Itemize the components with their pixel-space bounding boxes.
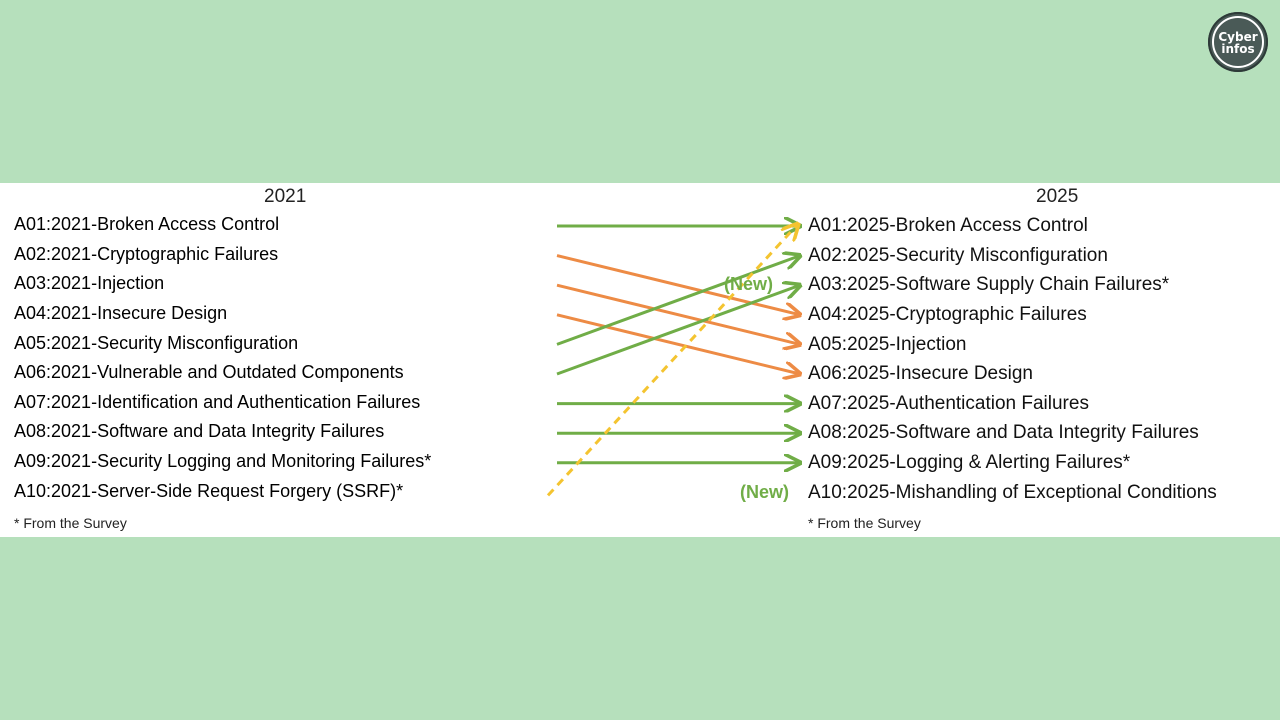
left-item-a05: A05:2021-Security Misconfiguration <box>14 333 299 353</box>
left-item-a02: A02:2021-Cryptographic Failures <box>14 244 279 264</box>
left-item-a09: A09:2021-Security Logging and Monitoring… <box>14 451 432 471</box>
new-tag-a10: (New) <box>740 482 789 502</box>
new-tag-a03: (New) <box>724 274 773 294</box>
logo-text: Cyber infos <box>1212 16 1264 68</box>
arrow-a05-to-a02 <box>556 256 800 346</box>
left-year-heading: 2021 <box>264 186 307 207</box>
logo-line1: Cyber <box>1218 30 1258 44</box>
right-item-a05: A05:2025-Injection <box>808 334 967 355</box>
right-item-a01: A01:2025-Broken Access Control <box>808 215 1088 236</box>
right-item-a08: A08:2025-Software and Data Integrity Fai… <box>808 422 1199 443</box>
right-item-a07: A07:2025-Authentication Failures <box>808 393 1089 414</box>
right-survey-note: * From the Survey <box>808 515 921 531</box>
left-item-a10: A10:2021-Server-Side Request Forgery (SS… <box>14 481 404 501</box>
arrow-a02-to-a04 <box>556 254 800 315</box>
left-item-a06: A06:2021-Vulnerable and Outdated Compone… <box>14 362 404 382</box>
right-item-a02: A02:2025-Security Misconfiguration <box>808 245 1108 266</box>
left-item-a08: A08:2021-Software and Data Integrity Fai… <box>14 421 385 441</box>
right-item-a09: A09:2025-Logging & Alerting Failures* <box>808 452 1131 473</box>
left-survey-note: * From the Survey <box>14 515 127 531</box>
comparison-panel: 2021 2025 A01:2021-Broken Access Control… <box>0 183 1280 537</box>
right-year-heading: 2025 <box>1036 186 1079 207</box>
right-item-a10: A10:2025-Mishandling of Exceptional Cond… <box>808 482 1217 503</box>
mapping-arrows <box>546 183 1280 497</box>
left-item-a03: A03:2021-Injection <box>14 273 165 293</box>
cyberinfos-logo: Cyber infos <box>1208 12 1268 72</box>
right-item-a04: A04:2025-Cryptographic Failures <box>808 304 1087 325</box>
arrow-a06-to-a03 <box>556 285 800 376</box>
arrow-a10-to-a01 <box>546 224 798 497</box>
logo-line2: infos <box>1221 42 1255 56</box>
right-item-a06: A06:2025-Insecure Design <box>808 363 1033 384</box>
left-item-a01: A01:2021-Broken Access Control <box>14 214 280 234</box>
arrow-a04-to-a06 <box>556 313 800 374</box>
right-item-a03: A03:2025-Software Supply Chain Failures* <box>808 274 1170 295</box>
left-item-a07: A07:2021-Identification and Authenticati… <box>14 392 421 412</box>
left-item-a04: A04:2021-Insecure Design <box>14 303 228 323</box>
arrow-a03-to-a05 <box>556 283 800 344</box>
